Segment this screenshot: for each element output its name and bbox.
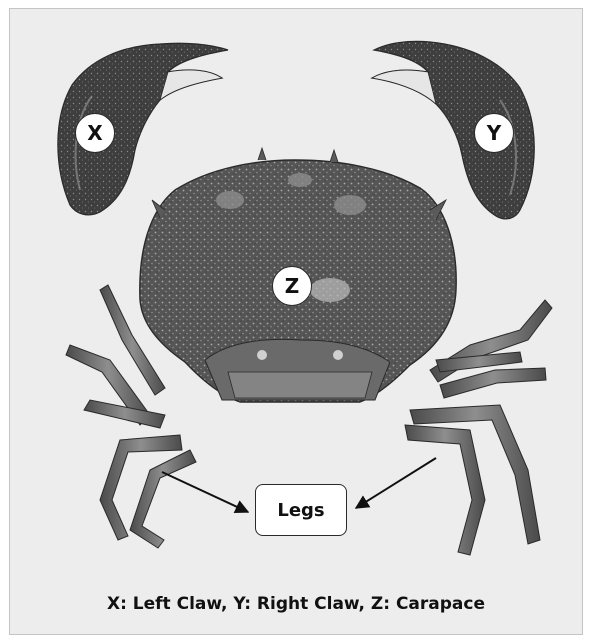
legs-label: Legs — [277, 500, 324, 521]
figure-caption: X: Left Claw, Y: Right Claw, Z: Carapace — [9, 594, 583, 614]
left-claw-marker-label: X — [87, 121, 102, 145]
left-claw-marker: X — [75, 113, 115, 153]
legs-label-box: Legs — [255, 484, 347, 536]
right-leg-arrow — [356, 458, 436, 508]
right-claw-marker-label: Y — [487, 121, 501, 145]
right-claw-marker: Y — [474, 113, 514, 153]
carapace-marker-label: Z — [285, 274, 300, 298]
carapace-marker: Z — [272, 266, 312, 306]
left-leg-arrow — [162, 472, 248, 512]
